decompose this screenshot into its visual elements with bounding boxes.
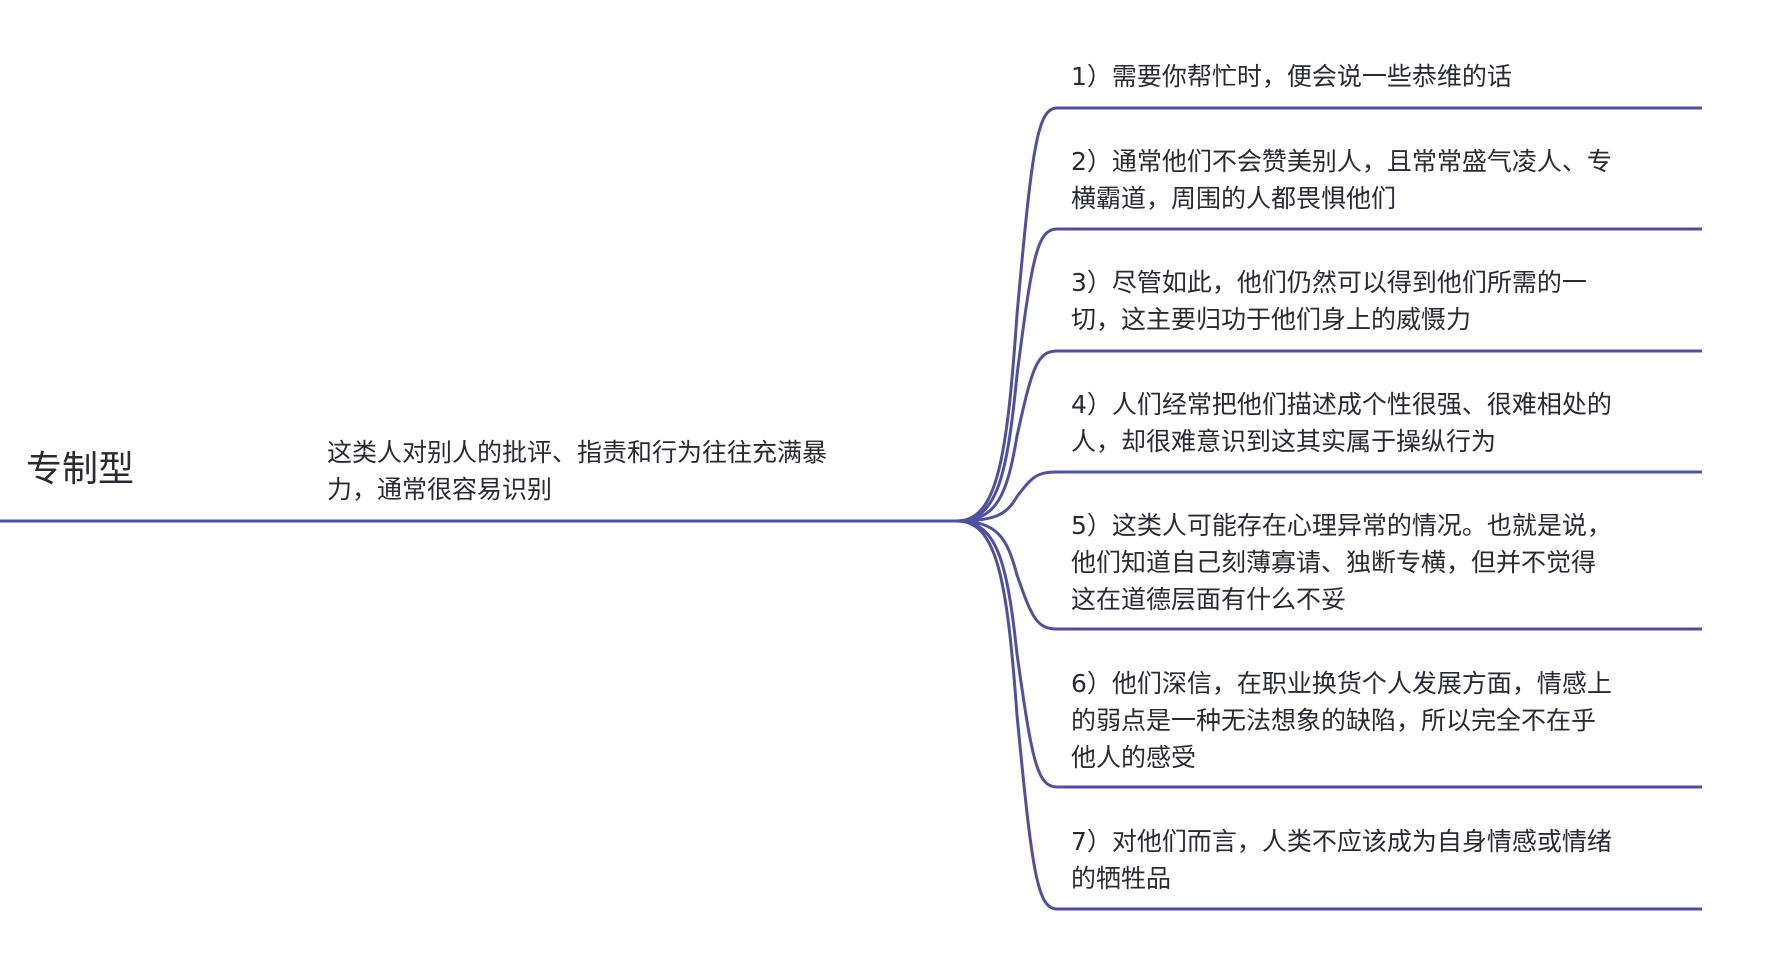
subtopic-5[interactable]: 5）这类人可能存在心理异常的情况。也就是说， 他们知道自己刻薄寡请、独断专横，但并… [1071,507,1612,618]
subtopic-connector-3 [956,349,1702,523]
root-label: 专制型 [26,449,135,490]
subtopic-line: 3）尽管如此，他们仍然可以得到他们所需的一 [1071,268,1587,297]
subtopic-line: 人，却很难意识到这其实属于操纵行为 [1071,427,1497,456]
subtopic-connector-6 [956,519,1702,789]
root-topic[interactable]: 专制型 [26,448,134,492]
subtopic-line: 1）需要你帮忙时，便会说一些恭维的话 [1071,62,1512,91]
subtopic-6[interactable]: 6）他们深信，在职业换货个人发展方面，情感上的弱点是一种无法想象的缺陷，所以完全… [1071,665,1612,776]
subtopic-line: 的牺牲品 [1071,864,1172,893]
subtopic-connector-5 [956,519,1702,631]
subtopic-1[interactable]: 1）需要你帮忙时，便会说一些恭维的话 [1071,58,1512,95]
subtopic-line: 5）这类人可能存在心理异常的情况。也就是说， [1071,511,1612,540]
subtopic-connector-1 [956,106,1702,523]
subtopic-line: 横霸道，周围的人都畏惧他们 [1071,184,1397,213]
subtopic-line: 4）人们经常把他们描述成个性很强、很难相处的 [1071,390,1612,419]
subtopic-line: 他人的感受 [1071,743,1197,772]
subtopic-2[interactable]: 2）通常他们不会赞美别人，且常常盛气凌人、专横霸道，周围的人都畏惧他们 [1071,143,1612,217]
subtopic-line: 切，这主要归功于他们身上的威慑力 [1071,305,1472,334]
subtopic-line: 这在道德层面有什么不妥 [1071,585,1347,614]
main-line: 力，通常很容易识别 [327,475,553,504]
subtopic-line: 的弱点是一种无法想象的缺陷，所以完全不在乎 [1071,706,1597,735]
subtopic-connector-4 [956,470,1702,523]
main-line: 这类人对别人的批评、指责和行为往往充满暴 [327,438,828,467]
subtopic-3[interactable]: 3）尽管如此，他们仍然可以得到他们所需的一切，这主要归功于他们身上的威慑力 [1071,264,1587,338]
subtopic-line: 6）他们深信，在职业换货个人发展方面，情感上 [1071,669,1612,698]
subtopic-7[interactable]: 7）对他们而言，人类不应该成为自身情感或情绪的牺牲品 [1071,823,1612,897]
subtopic-line: 7）对他们而言，人类不应该成为自身情感或情绪 [1071,827,1612,856]
subtopic-line: 他们知道自己刻薄寡请、独断专横，但并不觉得 [1071,548,1597,577]
subtopic-connector-7 [956,519,1702,911]
subtopic-line: 2）通常他们不会赞美别人，且常常盛气凌人、专 [1071,147,1612,176]
subtopic-connector-2 [956,227,1702,523]
subtopic-4[interactable]: 4）人们经常把他们描述成个性很强、很难相处的人，却很难意识到这其实属于操纵行为 [1071,386,1612,460]
main-topic[interactable]: 这类人对别人的批评、指责和行为往往充满暴 力，通常很容易识别 [327,434,827,508]
